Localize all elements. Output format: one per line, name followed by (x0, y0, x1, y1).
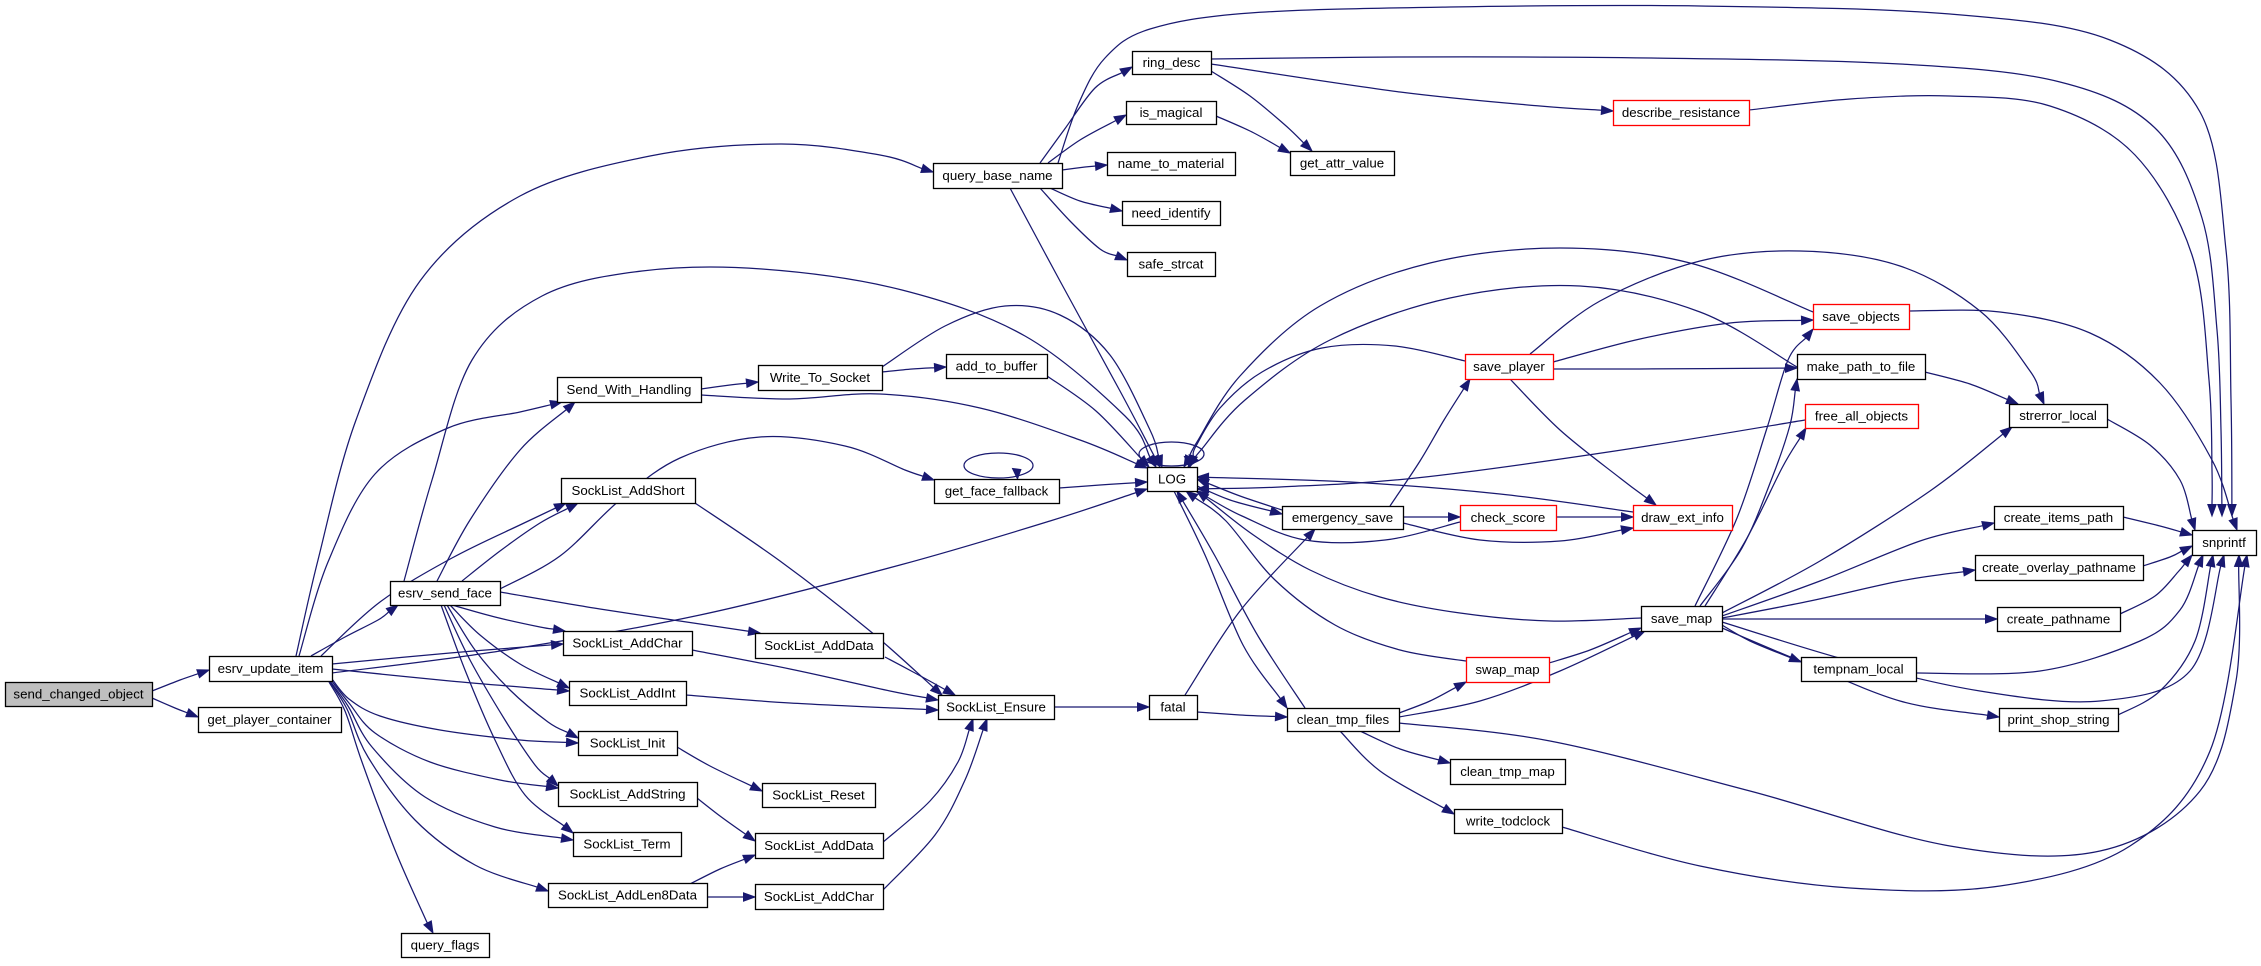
svg-text:Write_To_Socket: Write_To_Socket (770, 370, 871, 385)
svg-text:SockList_AddShort: SockList_AddShort (571, 483, 684, 498)
svg-text:print_shop_string: print_shop_string (2007, 712, 2109, 727)
svg-text:save_map: save_map (1651, 611, 1712, 626)
svg-text:SockList_AddString: SockList_AddString (569, 787, 685, 802)
svg-text:SockList_Reset: SockList_Reset (772, 788, 865, 803)
svg-text:Send_With_Handling: Send_With_Handling (567, 382, 692, 397)
svg-text:send_changed_object: send_changed_object (13, 687, 143, 702)
svg-text:name_to_material: name_to_material (1118, 156, 1224, 171)
svg-text:need_identify: need_identify (1131, 206, 1210, 221)
svg-text:safe_strcat: safe_strcat (1138, 257, 1203, 272)
svg-text:SockList_AddChar: SockList_AddChar (764, 889, 875, 904)
svg-text:create_pathname: create_pathname (2007, 612, 2111, 627)
svg-text:SockList_Init: SockList_Init (590, 736, 666, 751)
svg-text:query_base_name: query_base_name (942, 168, 1052, 183)
svg-text:get_face_fallback: get_face_fallback (945, 484, 1049, 499)
svg-text:free_all_objects: free_all_objects (1815, 409, 1908, 424)
svg-text:save_objects: save_objects (1822, 309, 1900, 324)
svg-text:SockList_AddChar: SockList_AddChar (572, 636, 683, 651)
svg-text:LOG: LOG (1158, 472, 1186, 487)
svg-text:SockList_Ensure: SockList_Ensure (946, 700, 1046, 715)
svg-text:query_flags: query_flags (411, 938, 480, 953)
svg-text:swap_map: swap_map (1475, 662, 1539, 677)
svg-text:SockList_AddData: SockList_AddData (764, 638, 874, 653)
svg-text:esrv_send_face: esrv_send_face (398, 586, 492, 601)
svg-text:write_todclock: write_todclock (1465, 814, 1551, 829)
svg-text:esrv_update_item: esrv_update_item (218, 661, 324, 676)
svg-text:emergency_save: emergency_save (1292, 510, 1393, 525)
svg-text:is_magical: is_magical (1140, 105, 1203, 120)
svg-text:get_attr_value: get_attr_value (1300, 156, 1384, 171)
svg-text:tempnam_local: tempnam_local (1813, 662, 1903, 677)
svg-text:clean_tmp_files: clean_tmp_files (1297, 712, 1390, 727)
svg-text:save_player: save_player (1473, 359, 1545, 374)
svg-text:snprintf: snprintf (2202, 535, 2246, 550)
svg-text:make_path_to_file: make_path_to_file (1807, 359, 1916, 374)
svg-text:add_to_buffer: add_to_buffer (956, 359, 1038, 374)
svg-text:SockList_AddInt: SockList_AddInt (579, 686, 675, 701)
svg-text:fatal: fatal (1160, 700, 1185, 715)
svg-text:check_score: check_score (1471, 510, 1546, 525)
svg-text:get_player_container: get_player_container (207, 712, 332, 727)
svg-text:ring_desc: ring_desc (1143, 55, 1201, 70)
svg-text:describe_resistance: describe_resistance (1622, 105, 1740, 120)
svg-text:clean_tmp_map: clean_tmp_map (1460, 764, 1555, 779)
svg-text:SockList_AddLen8Data: SockList_AddLen8Data (558, 888, 698, 903)
svg-text:SockList_Term: SockList_Term (583, 837, 670, 852)
svg-text:create_overlay_pathname: create_overlay_pathname (1982, 560, 2136, 575)
svg-text:SockList_AddData: SockList_AddData (764, 838, 874, 853)
svg-text:strerror_local: strerror_local (2019, 408, 2097, 423)
svg-text:draw_ext_info: draw_ext_info (1641, 510, 1724, 525)
svg-text:create_items_path: create_items_path (2004, 510, 2113, 525)
